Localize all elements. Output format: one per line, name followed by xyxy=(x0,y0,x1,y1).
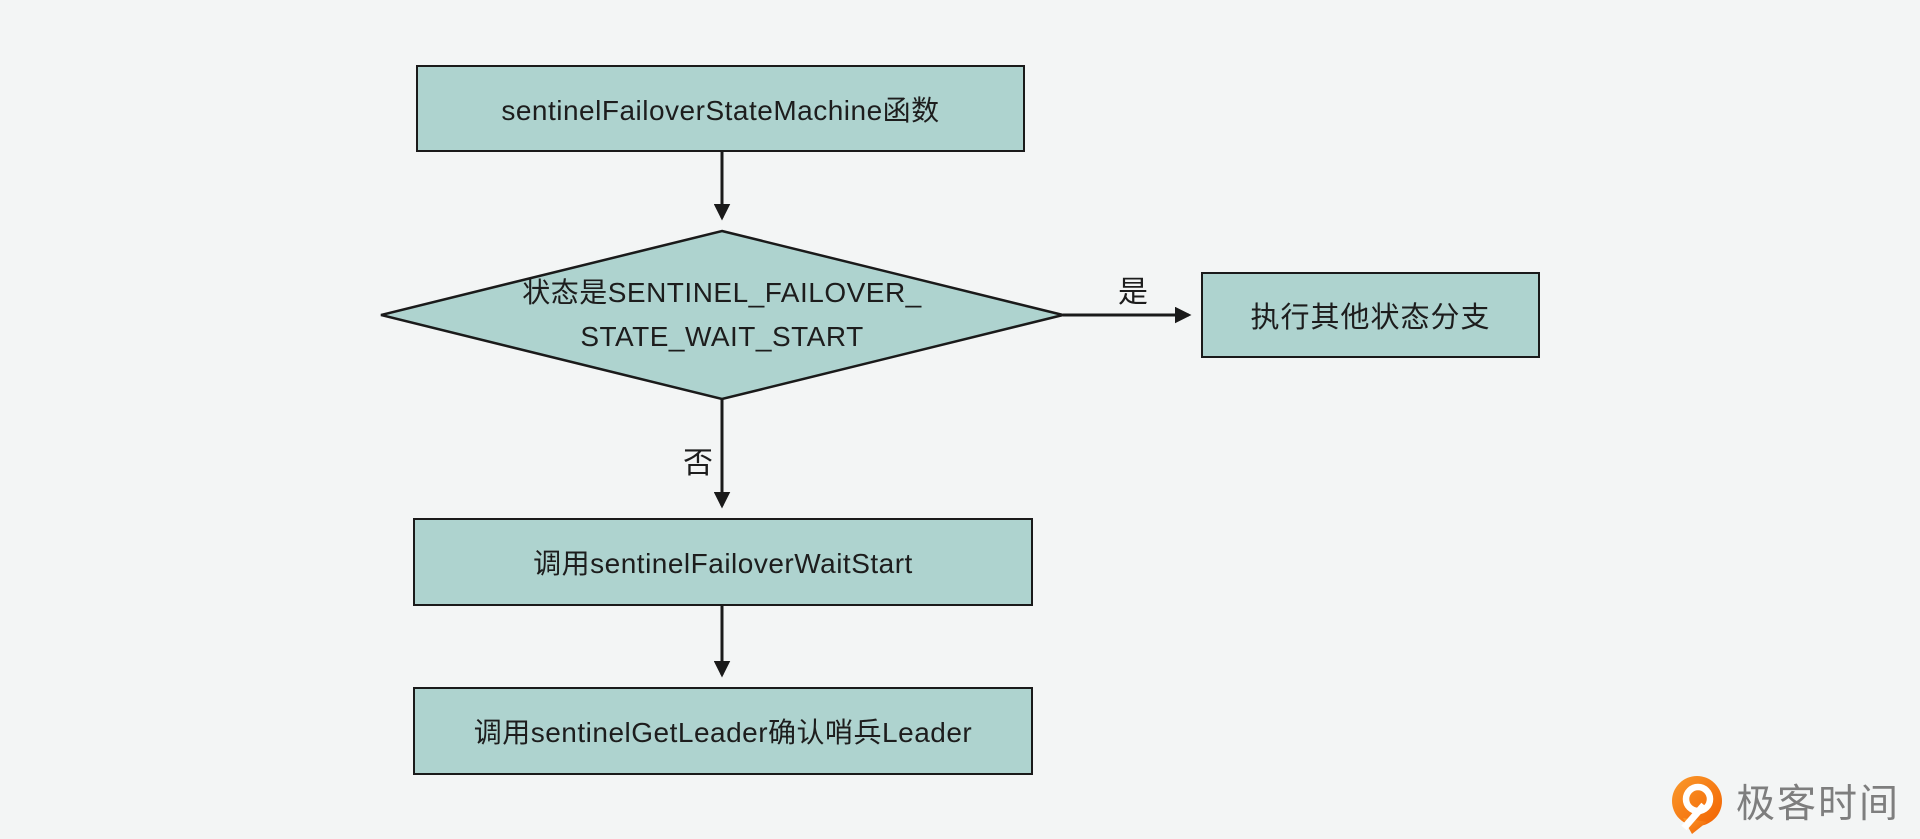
geektime-logo-text: 极客时间 xyxy=(1736,783,1901,826)
node-failover-state-machine-label: sentinelFailoverStateMachine函数 xyxy=(501,94,940,126)
decision-label-line2: STATE_WAIT_START xyxy=(580,321,864,352)
geektime-logo: 极客时间 xyxy=(1670,775,1900,835)
node-other-state-branch: 执行其他状态分支 xyxy=(1201,272,1540,358)
node-decision-label: 状态是SENTINEL_FAILOVER_ STATE_WAIT_START xyxy=(422,231,1022,399)
edge-label-yes: 是 xyxy=(1118,276,1148,309)
node-failover-state-machine: sentinelFailoverStateMachine函数 xyxy=(416,65,1025,152)
node-get-leader: 调用sentinelGetLeader确认哨兵Leader xyxy=(413,687,1033,775)
geektime-logo-icon xyxy=(1672,776,1722,834)
node-failover-wait-start-label: 调用sentinelFailoverWaitStart xyxy=(533,548,913,579)
node-failover-wait-start: 调用sentinelFailoverWaitStart xyxy=(413,518,1033,606)
node-get-leader-label: 调用sentinelGetLeader确认哨兵Leader xyxy=(473,717,973,748)
node-other-state-branch-label: 执行其他状态分支 xyxy=(1250,302,1491,334)
edge-label-no: 否 xyxy=(683,447,713,480)
decision-label-line1: 状态是SENTINEL_FAILOVER_ xyxy=(522,277,922,308)
